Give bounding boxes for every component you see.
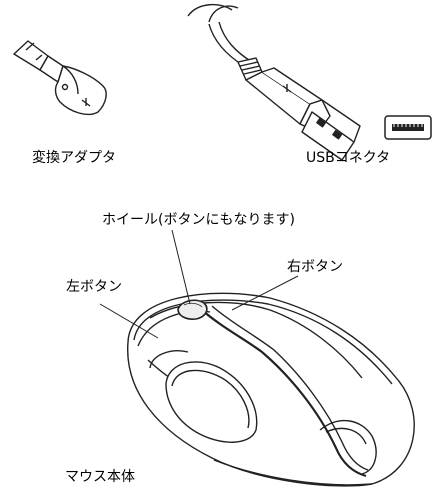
right-button-leader-line [231, 275, 299, 311]
conversion-adapter-drawing [13, 40, 107, 116]
label-right-button: 右ボタン [287, 259, 343, 275]
label-mouse-body: マウス本体 [65, 469, 135, 485]
callout-lines [99, 229, 299, 339]
label-conversion-adapter: 変換アダプタ [32, 150, 116, 166]
wheel-leader-line [171, 229, 191, 305]
usb-port-icon [384, 115, 432, 140]
usb-connector-drawing [187, 3, 361, 161]
label-usb-connector: USBコネクタ [306, 150, 391, 166]
label-wheel: ホイール(ボタンにもなります) [102, 212, 295, 228]
left-button-leader-line [99, 303, 159, 339]
mouse-drawing [127, 292, 415, 487]
label-left-button: 左ボタン [66, 279, 122, 295]
